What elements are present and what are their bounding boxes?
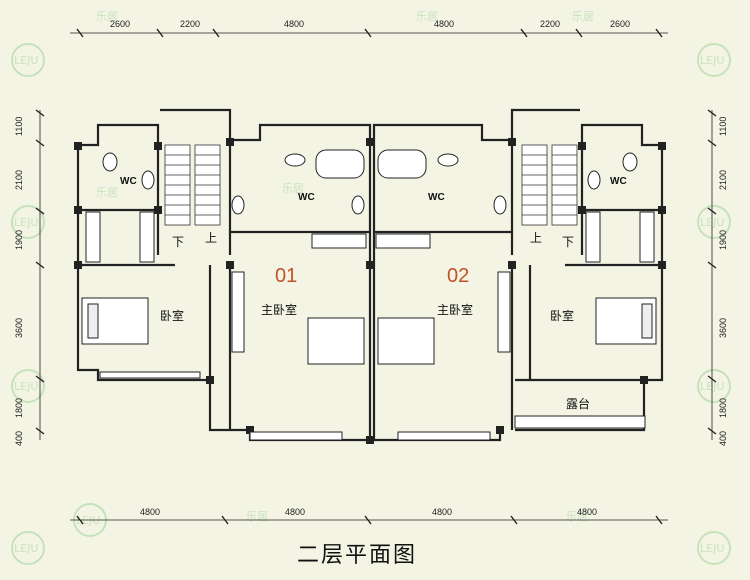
room-label-wc: WC xyxy=(428,192,445,203)
plan-title: 二层平面图 xyxy=(297,543,417,568)
watermark-logo-text: LEJU xyxy=(14,380,38,393)
room-label-master-bedroom: 主卧室 xyxy=(261,302,297,317)
dim-label: 3600 xyxy=(14,318,24,338)
watermark-brand: 乐居 xyxy=(572,10,594,23)
dim-label: 4800 xyxy=(577,507,597,517)
stair-up-label: 上 xyxy=(530,231,542,245)
watermark-logo: LEJU xyxy=(697,531,731,565)
beds xyxy=(81,297,657,365)
dim-label: 4800 xyxy=(284,19,304,29)
room-label-bedroom: 卧室 xyxy=(160,308,184,323)
watermark-logo: LEJU xyxy=(697,369,731,403)
bathroom-fixtures xyxy=(102,149,638,215)
watermark-brand: 乐居 xyxy=(282,182,304,195)
watermark-logo-text: LEJU xyxy=(700,54,724,67)
dim-label: 4800 xyxy=(140,507,160,517)
watermark-logo: LEJU xyxy=(11,369,45,403)
watermark-brand: 乐居 xyxy=(96,10,118,23)
watermark-logo-text: LEJU xyxy=(14,54,38,67)
dim-label: 1100 xyxy=(14,117,24,136)
dim-label: 1800 xyxy=(718,398,728,418)
room-label-master-bedroom: 主卧室 xyxy=(437,302,473,317)
wardrobes xyxy=(85,211,655,353)
unit-number: 02 xyxy=(447,265,469,287)
room-labels: WC WC WC WC 01 02 主卧室 主卧室 卧室 卧室 露台 下 上 上… xyxy=(120,176,627,411)
dim-label: 2100 xyxy=(718,170,728,190)
room-label-wc: WC xyxy=(610,176,627,187)
bottom-dimensions: 4800 4800 4800 4800 xyxy=(140,507,597,517)
watermark-logo: LEJU xyxy=(11,43,45,77)
dim-label: 4800 xyxy=(432,507,452,517)
top-dimensions: 2600 2200 4800 4800 2200 2600 xyxy=(110,19,630,29)
dim-label: 4800 xyxy=(285,507,305,517)
watermark-logo: LEJU xyxy=(11,531,45,565)
dim-label: 2600 xyxy=(610,19,630,29)
room-label-wc: WC xyxy=(298,192,315,203)
unit-01-walls xyxy=(76,108,372,442)
dim-label: 3600 xyxy=(718,318,728,338)
structural-columns xyxy=(74,138,666,444)
dim-label: 1900 xyxy=(14,230,24,250)
room-label-terrace: 露台 xyxy=(566,396,590,411)
windows xyxy=(99,371,646,441)
room-label-bedroom: 卧室 xyxy=(550,308,574,323)
unit-number: 01 xyxy=(275,265,297,287)
stair-right xyxy=(521,144,578,226)
watermark-brand: 乐居 xyxy=(246,510,268,523)
dim-label: 2100 xyxy=(14,170,24,190)
room-label-wc: WC xyxy=(120,176,137,187)
dim-label: 2600 xyxy=(110,19,130,29)
dim-label: 4800 xyxy=(434,19,454,29)
watermark-brand: 乐居 xyxy=(96,186,118,199)
dim-label: 1900 xyxy=(718,230,728,250)
watermark-logo-text: LEJU xyxy=(14,216,38,229)
right-dimensions: 1100 2100 1900 3600 1800 400 xyxy=(718,117,728,446)
dimension-lines xyxy=(35,28,717,525)
left-dimensions: 1100 2100 1900 3600 1800 400 xyxy=(14,117,24,446)
watermark-logo: LEJU xyxy=(697,43,731,77)
stair-down-label: 下 xyxy=(172,235,184,249)
dim-label: 2200 xyxy=(540,19,560,29)
watermark-logo-text: LEJU xyxy=(700,542,724,555)
dim-label: 400 xyxy=(718,431,728,446)
dim-label: 2200 xyxy=(180,19,200,29)
stair-down-label: 下 xyxy=(562,235,574,249)
watermark-logo: LEJU xyxy=(11,205,45,239)
watermark-logo-text: LEJU xyxy=(14,542,38,555)
dim-label: 1100 xyxy=(718,117,728,136)
stair-left xyxy=(164,144,221,226)
stair-up-label: 上 xyxy=(205,231,217,245)
watermark-brand: 乐居 xyxy=(416,10,438,23)
dim-label: 1800 xyxy=(14,398,24,418)
dim-label: 400 xyxy=(14,431,24,446)
